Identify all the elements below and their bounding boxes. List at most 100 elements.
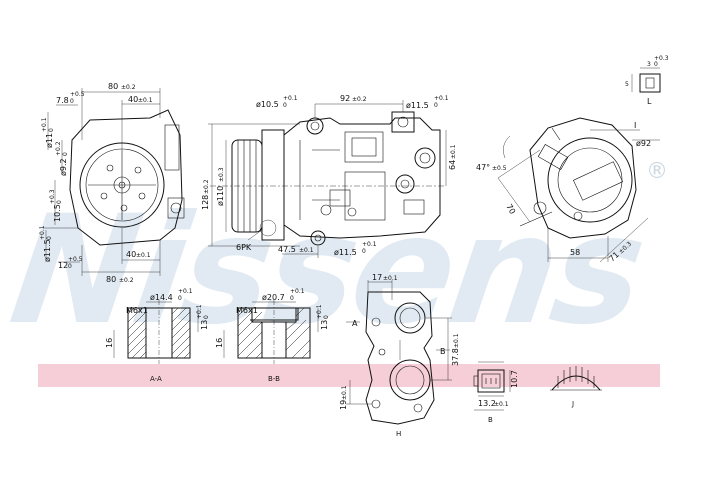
watermark-band — [38, 364, 660, 387]
side-port-bottom: ø11.5 — [334, 248, 357, 257]
manifold-mark-a: A — [352, 319, 358, 328]
side-center-dist-tol: ±0.2 — [352, 96, 367, 103]
section-a-depth: 13 — [200, 320, 209, 330]
manifold-port-dist-tol: ±0.1 — [453, 333, 460, 348]
manifold-top-w: 17 — [372, 273, 382, 282]
section-a-depth-tol-dn: 0 — [203, 315, 210, 319]
detail-j-label: J — [571, 400, 574, 408]
section-a: ø14.4 +0.1 0 M6x1 13 +0.1 0 16 A-A — [105, 288, 210, 383]
side-right-height-tol: ±0.1 — [450, 144, 457, 159]
front-top-half: 40 — [128, 95, 138, 104]
front-bore-lower: 10.5 — [53, 204, 62, 222]
front-bore-upper: ø11 — [45, 133, 54, 148]
connector-plug-label: B — [488, 416, 493, 424]
front-bore-mid-tol-dn: 0 — [62, 152, 69, 156]
connector-plug-w-tol: ±0.1 — [494, 401, 509, 408]
section-b-label: B-B — [268, 375, 280, 383]
section-a-bore-tol-dn: 0 — [178, 295, 182, 302]
side-port-bottom-tol-up: +0.1 — [362, 241, 377, 248]
connector-top-w: 3 — [647, 61, 651, 68]
connector-plug: 13.2 ±0.1 10.7 B — [473, 361, 519, 424]
section-a-bore-tol-up: +0.1 — [178, 288, 193, 295]
side-port-right: ø11.5 — [406, 101, 429, 110]
side-right-height: 64 — [448, 160, 457, 170]
rear-angle: 47° — [476, 163, 490, 172]
section-a-thread: M6x1 — [126, 306, 148, 315]
front-bore-mid: ø9.2 — [59, 158, 68, 176]
side-belt: 6PK — [236, 243, 252, 252]
manifold-view: 17 ±0.1 A B 37.8 ±0.1 19 ±0.1 H — [339, 273, 460, 438]
front-left-offset-bottom-tol-dn: 0 — [68, 263, 72, 270]
front-top-overall-tol: ±0.2 — [121, 84, 136, 91]
section-b-bore: ø20.7 — [262, 293, 285, 302]
front-left-offset-tol-up: +0.5 — [70, 91, 85, 98]
section-a-depth-tol-up: +0.1 — [196, 304, 203, 319]
manifold-label: H — [396, 430, 401, 438]
front-left-offset: 7.8 — [56, 96, 69, 105]
front-bore-upper-tol-dn: 0 — [48, 128, 55, 132]
side-height-total: 128 — [201, 195, 210, 210]
front-left-offset-bottom: 12 — [58, 261, 68, 270]
connector-top-w-tol-up: +0.3 — [654, 55, 669, 62]
section-b-depth-tol-up: +0.1 — [316, 304, 323, 319]
rear-angle-tol: ±0.5 — [492, 165, 507, 172]
front-bore-upper-tol-up: +0.1 — [41, 117, 48, 132]
front-bore-bottom-tol-dn: 0 — [46, 236, 53, 240]
watermark-text: Nissens — [2, 183, 652, 358]
front-bore-lower-tol-up: +0.3 — [49, 189, 56, 204]
front-left-offset-tol-dn: 0 — [70, 98, 74, 105]
side-port-top-tol-dn: 0 — [283, 102, 287, 109]
side-center-dist: 92 — [340, 94, 350, 103]
front-left-offset-bottom-tol-up: +0.5 — [68, 256, 83, 263]
section-b-depth: 13 — [320, 320, 329, 330]
section-b: ø20.7 +0.1 0 M6x1 13 +0.1 0 16 B-B — [215, 288, 330, 383]
side-port-bottom-tol-dn: 0 — [362, 248, 366, 255]
side-pulley-dia: ø110 — [216, 186, 225, 206]
side-bottom-dist: 47.5 — [278, 245, 296, 254]
section-b-bore-tol-dn: 0 — [290, 295, 294, 302]
rear-section-mark: I — [634, 121, 636, 130]
side-pulley-dia-tol: ±0.3 — [218, 167, 225, 182]
section-b-thread: M6x1 — [236, 306, 258, 315]
front-bore-bottom-tol-up: +0.1 — [39, 225, 46, 240]
side-view: ø10.5 +0.1 0 92 ±0.2 ø11.5 +0.1 0 128 ±0… — [201, 94, 457, 258]
connector-top-label: L — [647, 97, 652, 106]
front-bore-mid-tol-up: +0.2 — [55, 141, 62, 156]
section-a-label: A-A — [150, 375, 162, 383]
detail-j: J — [550, 366, 602, 408]
connector-top-h: 5 — [625, 81, 629, 88]
front-view: 80 ±0.2 40 ±0.1 7.8 +0.5 0 ø11 +0.1 0 ø9… — [39, 82, 185, 284]
side-bottom-dist-tol: ±0.1 — [299, 247, 314, 254]
side-height-total-tol: ±0.2 — [203, 179, 210, 194]
front-bottom-half-tol: ±0.1 — [136, 252, 151, 259]
front-bottom-half: 40 — [126, 250, 136, 259]
rear-view: I ø92 47° ±0.5 70 58 71 ±0.3 — [476, 117, 660, 263]
side-port-top-tol-up: +0.1 — [283, 95, 298, 102]
rear-offset: 70 — [504, 203, 517, 216]
connector-top: 3 +0.3 0 5 L — [625, 55, 669, 106]
side-port-right-tol-up: +0.1 — [434, 95, 449, 102]
section-b-bore-tol-up: +0.1 — [290, 288, 305, 295]
manifold-bottom-offset-tol: ±0.1 — [341, 385, 348, 400]
connector-plug-w: 13.2 — [478, 399, 496, 408]
section-b-height: 16 — [215, 338, 224, 348]
front-bottom-overall: 80 — [106, 275, 116, 284]
section-a-bore: ø14.4 — [150, 293, 173, 302]
manifold-top-w-tol: ±0.1 — [383, 275, 398, 282]
section-a-height: 16 — [105, 338, 114, 348]
rear-dia: ø92 — [636, 139, 651, 148]
front-top-half-tol: ±0.1 — [138, 97, 153, 104]
manifold-bottom-offset: 19 — [339, 400, 348, 410]
front-bottom-overall-tol: ±0.2 — [119, 277, 134, 284]
rear-width: 58 — [570, 248, 580, 257]
side-port-right-tol-dn: 0 — [434, 102, 438, 109]
front-top-overall: 80 — [108, 82, 118, 91]
connector-top-w-tol-dn: 0 — [654, 61, 658, 68]
manifold-port-dist: 37.8 — [451, 348, 460, 366]
section-b-depth-tol-dn: 0 — [323, 315, 330, 319]
front-bore-lower-tol-dn: 0 — [56, 200, 63, 204]
connector-plug-h: 10.7 — [510, 370, 519, 388]
manifold-mark-b: B — [440, 347, 446, 356]
